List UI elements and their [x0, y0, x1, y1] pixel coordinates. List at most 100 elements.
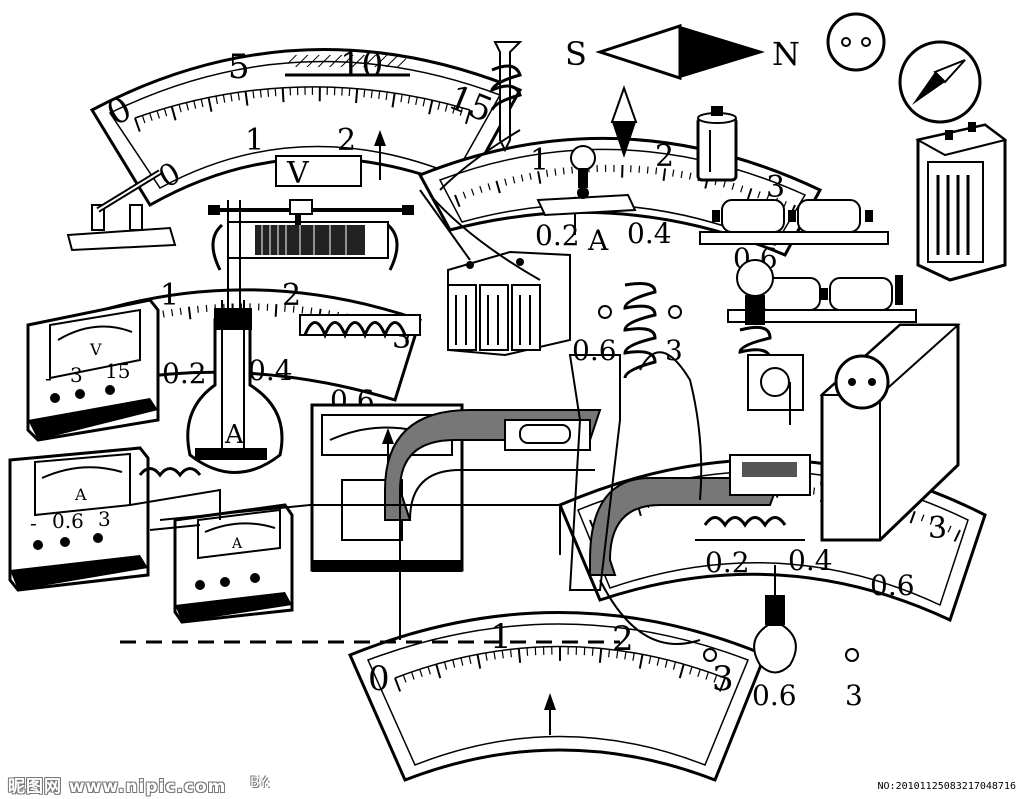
- scale-mid-label-2: 2: [655, 139, 674, 174]
- scale-tick: [215, 95, 219, 105]
- socket-icon: [826, 12, 886, 72]
- scale-tick: [655, 167, 658, 175]
- scale-tick: [504, 178, 508, 186]
- scale-top-inner-1: 1: [245, 123, 264, 158]
- small-voltmeter-3: 3: [70, 363, 83, 387]
- scale-tick: [410, 671, 415, 680]
- scale-tick: [746, 188, 753, 201]
- scale-tick: [509, 649, 513, 658]
- scale-tick: [722, 180, 726, 188]
- scale-tick: [648, 655, 652, 664]
- scale-tick: [385, 91, 388, 101]
- scale-tick: [156, 110, 160, 119]
- needle-south-label: S: [565, 35, 587, 73]
- scale-tick: [141, 115, 146, 124]
- battery-pack: [447, 250, 571, 357]
- needle-north-label: N: [772, 35, 800, 73]
- small-ammeter-mid: A: [173, 503, 294, 624]
- scale-left-inner-02: 0.2: [162, 357, 207, 390]
- flask: A: [186, 300, 284, 474]
- scale-tick: [281, 87, 285, 103]
- socket-box: [819, 323, 961, 542]
- scale-tick: [920, 514, 925, 522]
- scale-tick: [419, 669, 423, 678]
- scale-tick: [495, 180, 501, 194]
- scale-tick: [407, 95, 411, 104]
- scale-tick: [284, 304, 286, 312]
- meter-scale-top: 0 5 10 15 0 1 2 V: [89, 45, 523, 208]
- small-ammeter-left: A - 0.6 3: [8, 446, 150, 592]
- scale-tick: [479, 185, 483, 193]
- scale-tick: [468, 655, 472, 664]
- scale-tick: [718, 677, 726, 692]
- scale-tick: [740, 185, 744, 193]
- scale-tick: [244, 91, 249, 106]
- scale-tick: [616, 650, 619, 659]
- scale-tick: [355, 88, 359, 104]
- scale-top-label-5: 5: [228, 47, 250, 87]
- scale-tick: [656, 657, 660, 666]
- scale-tick: [267, 88, 270, 97]
- scale-left-label-2: 2: [282, 278, 301, 313]
- scale-tick: [646, 166, 649, 174]
- scale-tick: [664, 659, 668, 668]
- scale-tick: [370, 90, 373, 99]
- scale-tick: [454, 194, 461, 208]
- scale-tick: [462, 191, 467, 199]
- solenoid-box: [299, 314, 421, 340]
- scale-bottom-label-2: 2: [612, 619, 634, 659]
- scale-tick: [435, 663, 442, 679]
- scale-tick: [713, 674, 718, 683]
- scale-tick: [529, 172, 532, 180]
- small-voltmeter: V - 3 15: [26, 298, 160, 442]
- terminal-bottom-06: 0.6: [752, 679, 797, 712]
- scale-tick: [624, 651, 627, 660]
- watermark-id: NO:20101125083217048716: [877, 781, 1016, 792]
- scale-tick: [378, 90, 381, 100]
- small-voltmeter-minus: -: [45, 366, 52, 390]
- scale-tick: [517, 648, 522, 663]
- scale-tick: [394, 677, 402, 692]
- scale-tick: [929, 517, 934, 525]
- small-voltmeter-15: 15: [105, 359, 130, 383]
- small-ammeter-mid-unit: A: [231, 536, 243, 552]
- scale-tick: [170, 309, 174, 317]
- knife-switch: [66, 169, 177, 252]
- scale-tick: [680, 170, 683, 179]
- scale-top-unit: V: [286, 156, 310, 191]
- vertical-needle: [610, 84, 638, 158]
- scale-tick: [476, 654, 482, 669]
- scale-tick: [170, 106, 177, 121]
- scale-tick: [545, 169, 549, 177]
- battery-cell: [696, 106, 738, 182]
- scale-tick: [163, 108, 168, 117]
- scale-mid-inner-04: 0.4: [627, 217, 672, 250]
- scale-tick: [363, 89, 366, 98]
- horseshoe-magnet-2: [589, 454, 811, 576]
- scale-tick: [688, 172, 692, 180]
- scale-tick: [197, 305, 199, 313]
- scale-tick: [571, 166, 573, 174]
- scale-right-inner-06: 0.6: [870, 569, 915, 602]
- scale-tick: [485, 652, 488, 661]
- scale-tick: [452, 105, 456, 114]
- scale-tick: [187, 306, 192, 320]
- scale-tick: [205, 304, 208, 312]
- scale-bottom-label-3: 3: [712, 659, 734, 699]
- small-ammeter-left-minus: -: [30, 511, 37, 535]
- scale-tick: [632, 652, 635, 661]
- bulb-coil: [736, 259, 804, 425]
- scale-tick: [459, 107, 464, 116]
- scale-tick: [672, 661, 677, 670]
- scale-tick: [444, 103, 448, 112]
- lamp-board: [536, 145, 637, 217]
- scale-tick: [464, 109, 471, 125]
- scale-tick: [947, 525, 952, 533]
- scale-tick: [501, 650, 504, 659]
- scale-tick: [638, 654, 644, 669]
- scale-tick: [427, 666, 431, 675]
- horseshoe-magnet-1: [384, 409, 602, 521]
- wires: [129, 129, 701, 645]
- flask-label: A: [224, 420, 245, 450]
